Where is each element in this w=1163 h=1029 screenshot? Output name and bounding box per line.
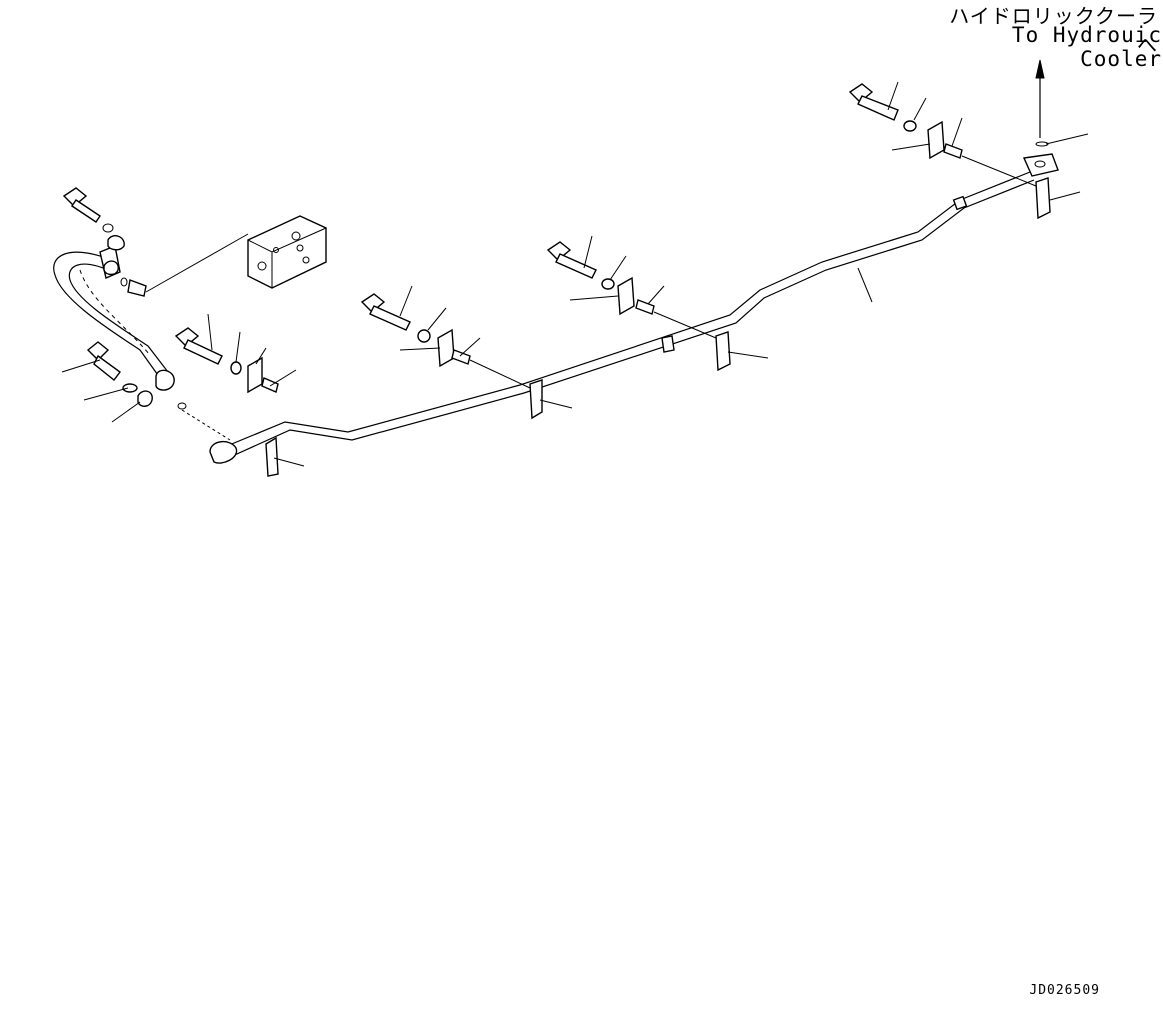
tube-joint (661, 335, 675, 353)
bolt-group-hose (62, 187, 231, 441)
hose-fitting-bottom (155, 369, 175, 391)
leader-lines (61, 81, 1089, 467)
top-oring (1035, 141, 1049, 147)
clamp-assembly-4 (848, 83, 1051, 220)
tube-end-flange-right (1022, 153, 1059, 177)
destination-label-jp: ハイドロリッククーラへ (949, 4, 1158, 57)
clamp-assembly-2 (360, 293, 543, 420)
tube-boss (952, 195, 968, 211)
destination-label-en: To Hydrouic Cooler (1011, 23, 1162, 71)
valve-block (145, 215, 327, 293)
clamp-assembly-3 (546, 241, 731, 372)
clamp-assembly-1 (174, 327, 279, 477)
arrow-up-icon (1035, 59, 1045, 138)
hydraulic-tube (209, 153, 1059, 464)
tube-end-fitting-left (209, 441, 238, 464)
drawing-code: JD026509 (1029, 983, 1100, 998)
